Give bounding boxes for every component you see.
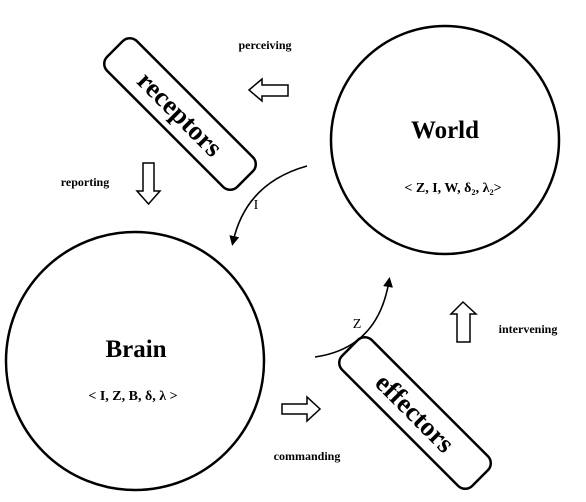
world-circle bbox=[329, 24, 561, 256]
intervening-label: intervening bbox=[499, 322, 558, 336]
effectors-box bbox=[337, 335, 493, 491]
brain-tuple: < I, Z, B, δ, λ > bbox=[88, 389, 177, 404]
brain-title: Brain bbox=[105, 336, 166, 363]
receptors-node: receptors bbox=[102, 36, 258, 192]
output-signal: Z bbox=[314, 277, 393, 358]
commanding-flow: commanding bbox=[274, 395, 341, 463]
brain-node: Brain < I, Z, B, δ, λ > bbox=[4, 230, 266, 492]
input-curve-arrow-icon bbox=[229, 165, 308, 246]
reporting-arrow-icon bbox=[135, 162, 162, 206]
world-node: World < Z, I, W, δ₂, λ₂> bbox=[329, 24, 561, 256]
effectors-node: effectors bbox=[337, 335, 493, 491]
receptors-box bbox=[102, 36, 258, 192]
output-curve-arrow-icon bbox=[314, 277, 393, 358]
perceiving-label: perceiving bbox=[238, 38, 291, 52]
intervening-arrow-icon bbox=[449, 300, 478, 343]
world-tuple: < Z, I, W, δ₂, λ₂> bbox=[404, 181, 501, 196]
input-signal: I bbox=[229, 165, 308, 246]
input-signal-label: I bbox=[254, 198, 259, 213]
commanding-arrow-icon bbox=[281, 395, 322, 423]
reporting-label: reporting bbox=[61, 175, 109, 189]
reporting-flow: reporting bbox=[61, 162, 162, 206]
intervening-flow: intervening bbox=[449, 300, 558, 343]
perceiving-flow: perceiving bbox=[238, 38, 292, 103]
perceiving-arrow-icon bbox=[247, 77, 289, 103]
brain-circle bbox=[4, 230, 266, 492]
world-title: World bbox=[411, 117, 479, 144]
output-signal-label: Z bbox=[353, 317, 362, 332]
receptors-label: receptors bbox=[131, 65, 228, 162]
effectors-label: effectors bbox=[369, 367, 460, 458]
commanding-label: commanding bbox=[274, 449, 341, 463]
